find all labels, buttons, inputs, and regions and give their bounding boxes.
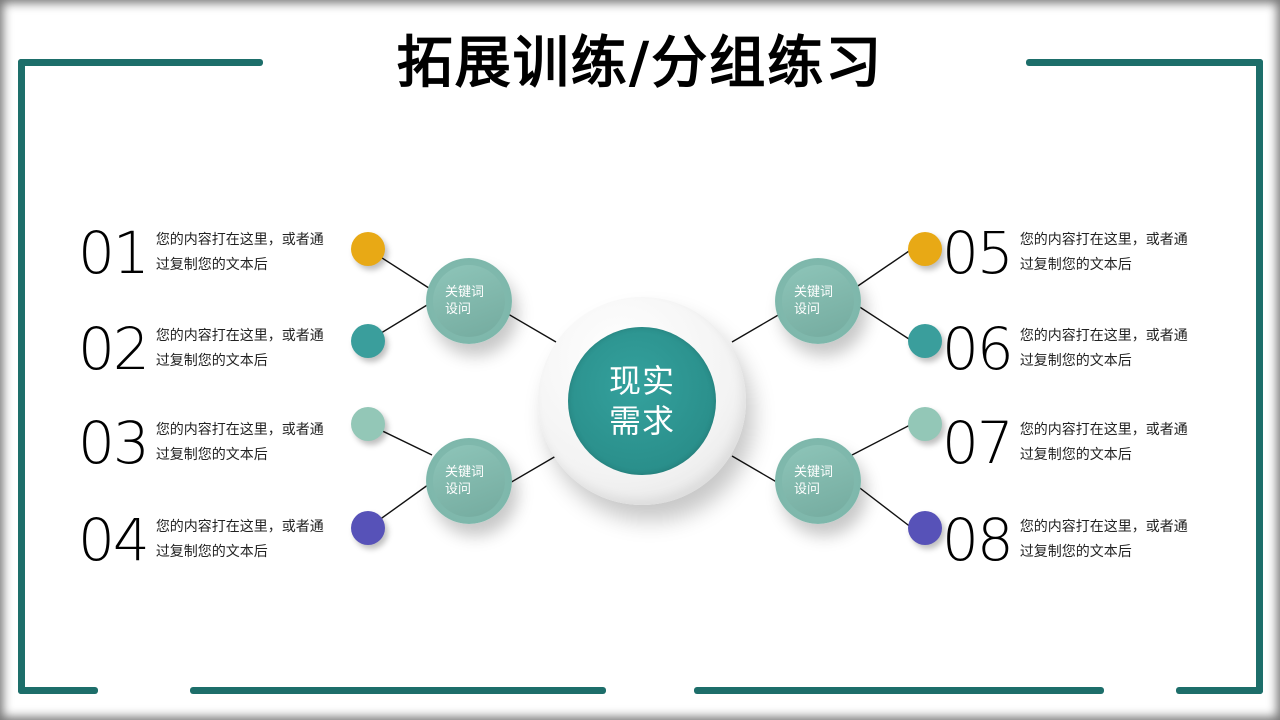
item-number: 01 <box>78 219 150 287</box>
item-number: 05 <box>942 219 1014 287</box>
hub-label: 关键词设问 <box>445 465 485 497</box>
list-item-02: 02 您的内容打在这里，或者通过复制您的文本后 <box>78 320 336 378</box>
list-item-03: 03 您的内容打在这里，或者通过复制您的文本后 <box>78 414 336 472</box>
dot-04-purple <box>351 511 385 545</box>
dot-05-orange <box>908 232 942 266</box>
hub-top-right: 关键词设问 <box>775 258 861 344</box>
list-item-08: 08 您的内容打在这里，或者通过复制您的文本后 <box>942 511 1200 569</box>
frame-top-left <box>18 59 263 66</box>
frame-top-right <box>1026 59 1263 66</box>
item-text: 您的内容打在这里，或者通过复制您的文本后 <box>1019 519 1188 560</box>
item-text: 您的内容打在这里，或者通过复制您的文本后 <box>1019 232 1188 273</box>
dot-03-mint <box>351 407 385 441</box>
item-text: 您的内容打在这里，或者通过复制您的文本后 <box>1019 328 1188 369</box>
frame-bottom-mid-right <box>694 687 1104 694</box>
page-title: 拓展训练/分组练习 <box>396 30 884 96</box>
hub-bottom-right: 关键词设问 <box>775 438 861 524</box>
hub-bottom-left: 关键词设问 <box>426 438 512 524</box>
dot-01-orange <box>351 232 385 266</box>
list-item-07: 07 您的内容打在这里，或者通过复制您的文本后 <box>942 414 1200 472</box>
frame-bottom-mid-left <box>190 687 606 694</box>
list-item-05: 05 您的内容打在这里，或者通过复制您的文本后 <box>942 224 1200 282</box>
item-text: 您的内容打在这里，或者通过复制您的文本后 <box>155 232 324 273</box>
center-node-inner: 现实需求 <box>568 327 716 475</box>
list-item-01: 01 您的内容打在这里，或者通过复制您的文本后 <box>78 224 336 282</box>
item-number: 04 <box>78 506 150 574</box>
item-number: 03 <box>78 409 150 477</box>
item-number: 06 <box>942 315 1014 383</box>
hub-label: 关键词设问 <box>794 465 834 497</box>
item-number: 07 <box>942 409 1014 477</box>
dot-08-purple <box>908 511 942 545</box>
frame-left <box>18 59 25 694</box>
list-item-06: 06 您的内容打在这里，或者通过复制您的文本后 <box>942 320 1200 378</box>
item-number: 02 <box>78 315 150 383</box>
frame-bottom-right <box>1176 687 1263 694</box>
dot-02-teal <box>351 324 385 358</box>
item-text: 您的内容打在这里，或者通过复制您的文本后 <box>155 328 324 369</box>
center-node: 现实需求 <box>538 297 746 505</box>
list-item-04: 04 您的内容打在这里，或者通过复制您的文本后 <box>78 511 336 569</box>
frame-bottom-left <box>18 687 98 694</box>
item-text: 您的内容打在这里，或者通过复制您的文本后 <box>155 519 324 560</box>
dot-06-teal <box>908 324 942 358</box>
center-label: 现实需求 <box>608 362 675 440</box>
item-number: 08 <box>942 506 1014 574</box>
hub-top-left: 关键词设问 <box>426 258 512 344</box>
hub-label: 关键词设问 <box>794 285 834 317</box>
item-text: 您的内容打在这里，或者通过复制您的文本后 <box>1019 422 1188 463</box>
hub-label: 关键词设问 <box>445 285 485 317</box>
dot-07-mint <box>908 407 942 441</box>
frame-right <box>1256 59 1263 694</box>
item-text: 您的内容打在这里，或者通过复制您的文本后 <box>155 422 324 463</box>
